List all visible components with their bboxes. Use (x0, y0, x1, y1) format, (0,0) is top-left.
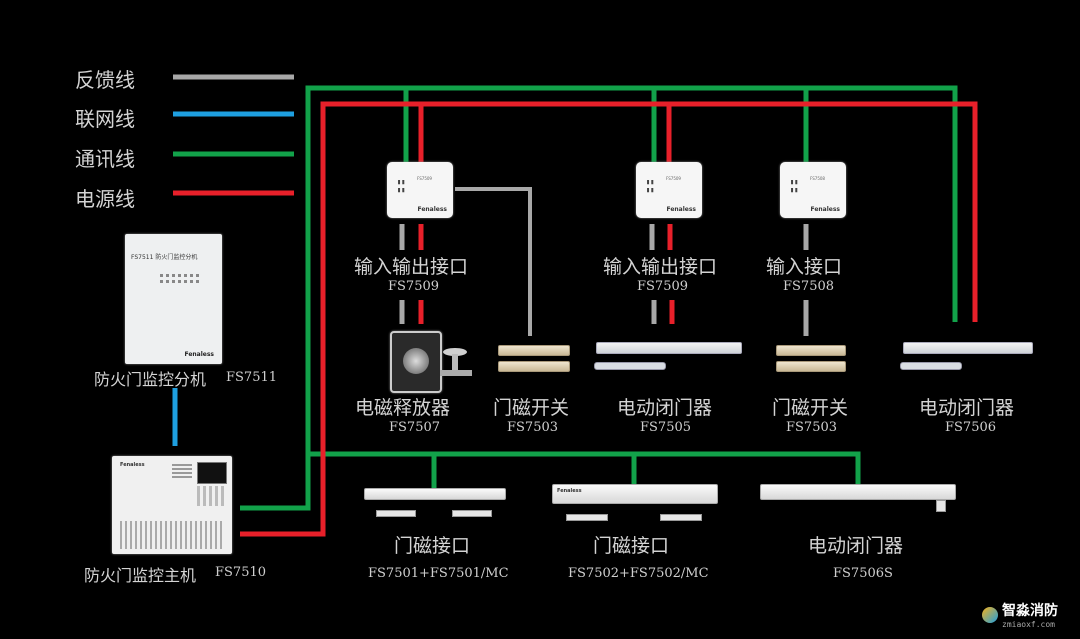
io-module-1: ▮▮▮▮FS7509 Fenaless (387, 162, 453, 218)
concealed-door-closer-icon (760, 484, 956, 500)
closer2-name: 电动闭门器 (919, 397, 1015, 419)
mag1-name: 门磁接口 (394, 535, 471, 557)
door-magnet-sensor-icon (452, 510, 492, 517)
release-plate-icon (438, 348, 474, 378)
sub-name: 防火门监控分机 (94, 370, 207, 389)
door-closer-body-icon (596, 342, 742, 354)
watermark-title: 智淼消防 (1002, 603, 1058, 619)
reed-switch-icon (776, 345, 846, 356)
legend-network-label: 联网线 (75, 107, 135, 131)
release-code: FS7507 (389, 420, 441, 435)
reed-switch-icon (498, 345, 570, 356)
reed1-name: 门磁开关 (493, 397, 570, 419)
sub-panel-title: FS7511 防火门监控分机 (131, 254, 198, 261)
mag2-name: 门磁接口 (593, 535, 670, 557)
reed1-code: FS7503 (507, 420, 559, 435)
reed-magnet-icon (498, 361, 570, 372)
door-magnet-sensor-icon (566, 514, 608, 521)
mag1-code: FS7501+FS7501/MC (368, 566, 509, 581)
watermark-logo: 智淼消防 zmiaoxf.com (982, 600, 1058, 629)
door-closer-bracket-icon (936, 500, 946, 512)
door-magnet-sensor-icon (376, 510, 416, 517)
host-code: FS7510 (215, 565, 267, 580)
watermark-url: zmiaoxf.com (1002, 620, 1055, 629)
reed-magnet-icon (776, 361, 846, 372)
door-closer-arm-icon (594, 362, 666, 370)
host-controller-cabinet: Fenaless (112, 456, 232, 554)
door-closer-body-icon (903, 342, 1033, 354)
mag2-code: FS7502+FS7502/MC (568, 566, 709, 581)
closer3-name: 电动闭门器 (808, 535, 904, 557)
legend-comm-label: 通讯线 (75, 147, 135, 171)
comm-bus-bottom (308, 451, 861, 484)
reed2-code: FS7503 (786, 420, 838, 435)
closer1-code: FS7505 (640, 420, 692, 435)
reed2-name: 门磁开关 (772, 397, 849, 419)
power-bus (240, 101, 978, 537)
io1-code: FS7509 (388, 279, 440, 294)
input-module: ▮▮▮▮FS7508 Fenaless (780, 162, 846, 218)
io-module-2: ▮▮▮▮FS7509 Fenaless (636, 162, 702, 218)
in1-name: 输入接口 (766, 256, 843, 278)
io2-code: FS7509 (637, 279, 689, 294)
electromagnetic-release-icon (390, 331, 442, 393)
door-magnet-interface-icon (364, 488, 506, 500)
door-magnet-sensor-icon (660, 514, 702, 521)
in1-code: FS7508 (783, 279, 835, 294)
sub-controller-cabinet: FS7511 防火门监控分机 Fenaless (125, 234, 222, 364)
door-closer-arm-icon (900, 362, 962, 370)
comm-bus-top (240, 85, 958, 511)
closer2-code: FS7506 (945, 420, 997, 435)
sub-code: FS7511 (226, 370, 278, 385)
door-magnet-interface-icon: Fenaless (552, 484, 718, 504)
release-name: 电磁释放器 (355, 397, 451, 419)
legend-feedback-label: 反馈线 (75, 68, 135, 92)
io2-name: 输入输出接口 (603, 256, 718, 278)
host-name: 防火门监控主机 (84, 566, 197, 585)
closer1-name: 电动闭门器 (617, 397, 713, 419)
closer3-code: FS7506S (833, 566, 893, 581)
watermark-flame-icon (982, 606, 998, 623)
io1-name: 输入输出接口 (354, 256, 469, 278)
legend-power-label: 电源线 (75, 187, 135, 211)
